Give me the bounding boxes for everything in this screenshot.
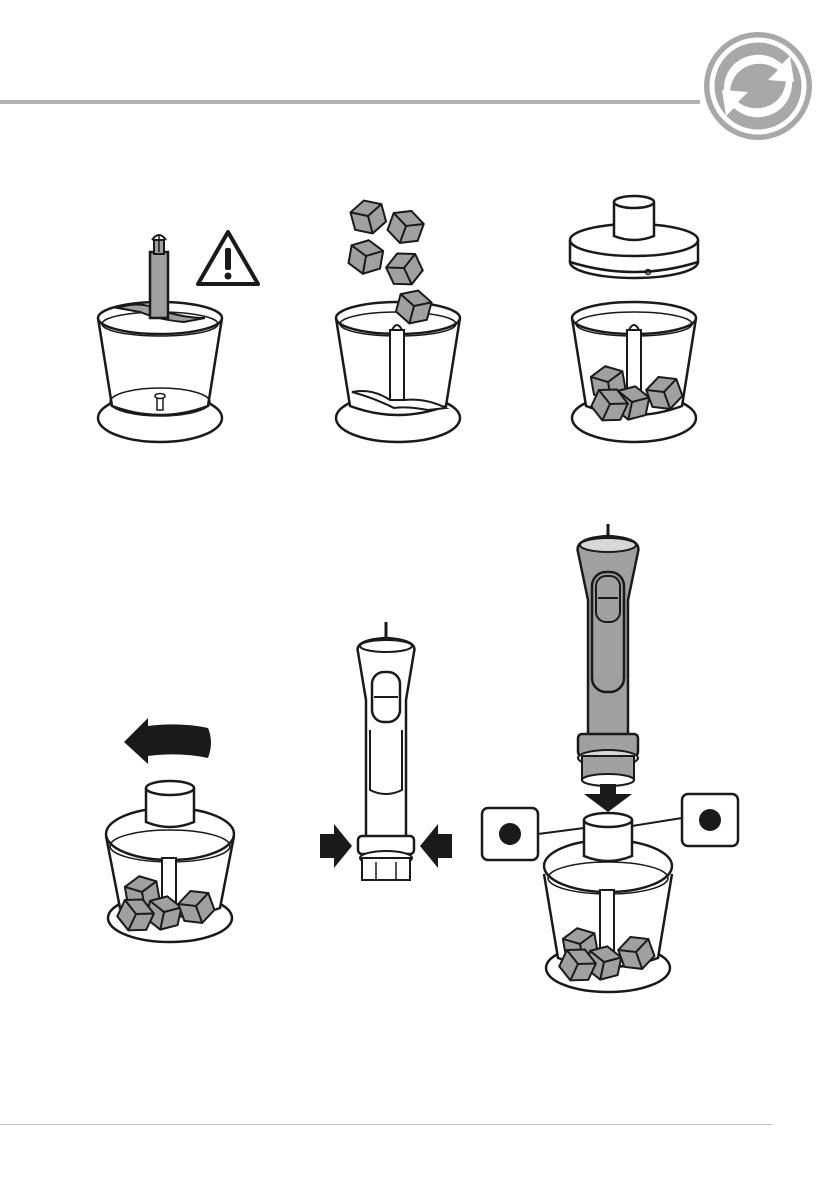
callout-right [632,794,738,846]
arrow-down-icon [584,784,632,812]
step-5-motor-unit [358,622,415,880]
step-1-bowl-with-blade [98,235,222,442]
arrow-right-icon [320,824,352,868]
step-6-attach-motor-unit [578,524,639,786]
step-3-lid-above-bowl [570,196,698,442]
step-4-rotate-lid [106,781,234,942]
curved-arrow-left-icon [124,718,211,764]
step-6-bowl-with-lid [544,813,672,992]
warning-triangle-icon [198,232,258,284]
footer-rule [0,1124,772,1125]
arrow-left-icon [420,824,452,868]
step-2-adding-cubes [336,196,460,442]
